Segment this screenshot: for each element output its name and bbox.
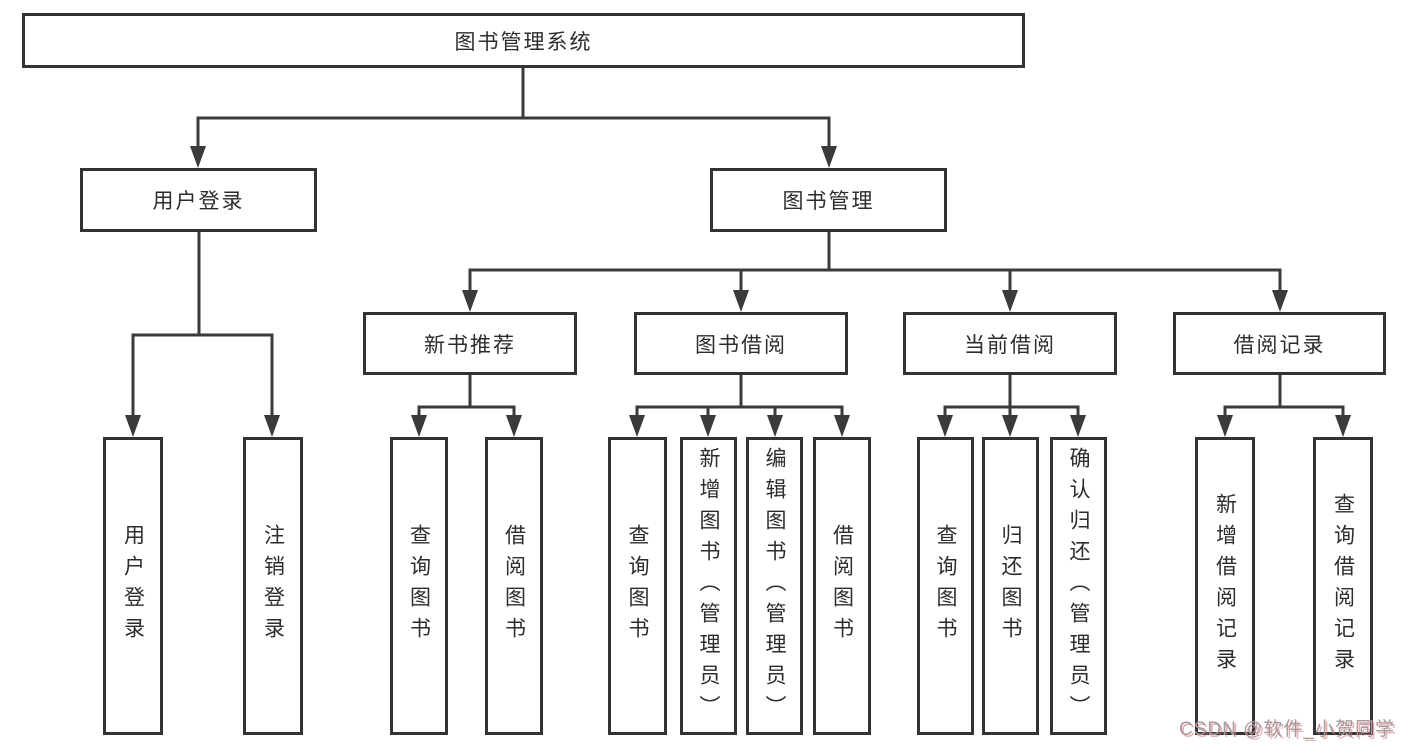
leaf-rec-query-book-label: 查询图书 <box>407 524 431 648</box>
arrowhead-icon-0-0 <box>190 146 206 168</box>
arrowhead-icon-5-0 <box>937 415 953 437</box>
arrowhead-icon-3-0 <box>411 415 427 437</box>
leaf-query-borrow-record-label: 查询借阅记录 <box>1331 493 1355 679</box>
node-new-book-recommend-label: 新书推荐 <box>424 333 516 357</box>
node-book-management-label: 图书管理 <box>782 190 875 213</box>
arrowhead-icon-4-2 <box>767 415 783 437</box>
arrowhead-icon-5-1 <box>1002 415 1018 437</box>
leaf-user-login-label: 用户登录 <box>121 524 145 648</box>
leaf-edit-book-admin: 编辑图书（管理员） <box>746 437 803 735</box>
leaf-return-book: 归还图书 <box>982 437 1039 735</box>
leaf-confirm-return-admin-label: 确认归还（管理员） <box>1067 446 1090 726</box>
node-borrow-record: 借阅记录 <box>1173 312 1386 375</box>
arrowhead-icon-2-0 <box>462 290 478 312</box>
arrowhead-icon-2-3 <box>1272 290 1288 312</box>
arrowhead-icon-6-1 <box>1335 415 1351 437</box>
node-root-label: 图书管理系统 <box>454 30 593 54</box>
arrowhead-icon-5-2 <box>1070 415 1086 437</box>
leaf-return-book-label: 归还图书 <box>999 524 1022 648</box>
node-book-borrow-label: 图书借阅 <box>695 333 787 357</box>
leaf-borrow-borrow-book-label: 借阅图书 <box>830 524 854 648</box>
leaf-borrow-borrow-book: 借阅图书 <box>813 437 871 735</box>
node-user-login-label: 用户登录 <box>152 190 245 213</box>
arrowhead-icon-4-3 <box>834 415 850 437</box>
node-borrow-record-label: 借阅记录 <box>1233 333 1326 357</box>
leaf-confirm-return-admin: 确认归还（管理员） <box>1050 437 1107 735</box>
arrowhead-icon-0-1 <box>821 146 837 168</box>
leaf-add-book-admin-label: 新增图书（管理员） <box>697 446 720 726</box>
leaf-add-borrow-record-label: 新增借阅记录 <box>1213 493 1237 679</box>
arrowhead-icon-1-1 <box>264 415 280 437</box>
leaf-query-borrow-record: 查询借阅记录 <box>1313 437 1373 735</box>
arrowhead-icon-3-1 <box>506 415 522 437</box>
csdn-watermark: CSDN @软件_小贺同学 <box>1179 719 1395 740</box>
leaf-rec-query-book: 查询图书 <box>390 437 448 735</box>
node-book-management: 图书管理 <box>710 168 947 232</box>
arrowhead-icon-1-0 <box>125 415 141 437</box>
arrowhead-icon-2-2 <box>1002 290 1018 312</box>
leaf-add-book-admin: 新增图书（管理员） <box>680 437 737 735</box>
leaf-borrow-query-book: 查询图书 <box>608 437 667 735</box>
node-root: 图书管理系统 <box>22 13 1025 68</box>
arrowhead-icon-4-0 <box>629 415 645 437</box>
leaf-user-login: 用户登录 <box>103 437 163 735</box>
leaf-edit-book-admin-label: 编辑图书（管理员） <box>763 446 786 726</box>
leaf-current-query-book-label: 查询图书 <box>934 524 957 648</box>
leaf-add-borrow-record: 新增借阅记录 <box>1195 437 1255 735</box>
leaf-logout: 注销登录 <box>243 437 303 735</box>
leaf-current-query-book: 查询图书 <box>917 437 974 735</box>
arrowhead-icon-6-0 <box>1217 415 1233 437</box>
node-current-borrow-label: 当前借阅 <box>964 333 1056 357</box>
leaf-rec-borrow-book: 借阅图书 <box>485 437 543 735</box>
arrowhead-icon-2-1 <box>733 290 749 312</box>
node-current-borrow: 当前借阅 <box>903 312 1117 375</box>
leaf-borrow-query-book-label: 查询图书 <box>626 524 649 648</box>
leaf-rec-borrow-book-label: 借阅图书 <box>502 524 526 648</box>
arrowhead-icon-4-1 <box>700 415 716 437</box>
node-new-book-recommend: 新书推荐 <box>363 312 577 375</box>
node-user-login: 用户登录 <box>80 168 317 232</box>
leaf-logout-label: 注销登录 <box>261 524 285 648</box>
node-book-borrow: 图书借阅 <box>634 312 848 375</box>
